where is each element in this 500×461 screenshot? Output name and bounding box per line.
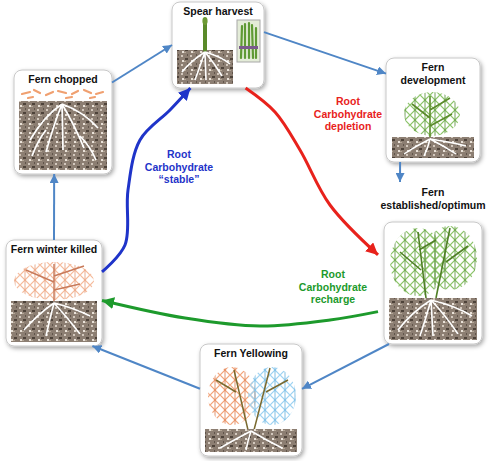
fern-winter-killed-picture	[11, 262, 97, 342]
cycle-arrow	[53, 174, 55, 240]
picture-frame	[172, 2, 264, 88]
frames	[6, 2, 482, 456]
picture-frame	[384, 222, 482, 344]
fern-foliage	[423, 226, 477, 290]
stage-box: Fern winter killed	[6, 240, 102, 346]
fern-development-picture	[392, 92, 474, 158]
blue-foliage	[248, 367, 296, 425]
roots	[398, 300, 472, 336]
picture-frame	[6, 240, 102, 346]
photo	[237, 20, 260, 62]
spear-bundle	[241, 23, 256, 58]
stage-box: Spear harvest	[172, 2, 264, 88]
soil	[389, 298, 477, 340]
roots	[220, 431, 282, 450]
stage-label: Fern established/optimum	[379, 186, 487, 211]
soil	[177, 50, 233, 84]
roots	[24, 303, 90, 336]
stage-label: Fern development	[394, 61, 472, 86]
cycle-arrow	[302, 344, 389, 389]
soil	[19, 101, 107, 170]
chopped-fern	[22, 90, 103, 98]
stage-box: Fern established/optimum	[378, 182, 488, 344]
picture-frame	[14, 70, 112, 174]
cycle-arrow	[112, 45, 172, 82]
spear-picture	[177, 17, 260, 84]
stage-label: Fern chopped	[16, 73, 110, 86]
fern-stem	[216, 368, 288, 430]
roots	[404, 139, 466, 156]
dead-foliage	[14, 262, 94, 300]
cycle-arrow	[264, 32, 386, 74]
bundle-band	[239, 46, 258, 49]
picture-frame	[386, 58, 480, 162]
cycle-arrow	[92, 346, 200, 389]
stage-box: Fern Yellowing	[200, 344, 302, 456]
stage-label: Fern Yellowing	[202, 347, 300, 360]
spear-tip	[202, 17, 207, 25]
dead-stem	[26, 264, 84, 301]
stage-label: Fern winter killed	[8, 243, 100, 256]
fern-yellowing-picture	[205, 367, 297, 452]
roots	[182, 52, 230, 80]
spear	[203, 22, 207, 50]
fern-foliage	[404, 92, 460, 136]
soil	[205, 429, 297, 452]
stage-label: Spear harvest	[174, 5, 262, 18]
cycle-arrow	[399, 162, 401, 182]
fern-stem	[400, 228, 468, 298]
stage-box: Fern chopped	[14, 70, 112, 174]
fern-stem	[412, 96, 452, 137]
stage-box: Fern development	[386, 58, 480, 162]
soil	[11, 301, 97, 342]
fern-chopped-picture	[19, 90, 107, 170]
carbohydrate-label: Root Carbohydrate “stable”	[143, 148, 215, 186]
roots	[30, 104, 98, 160]
carbohydrate-label: Root Carbohydrate recharge	[297, 268, 369, 306]
carbohydrate-label: Root Carbohydrate depletion	[312, 95, 384, 133]
soil	[392, 137, 474, 158]
fern-established-picture	[389, 226, 477, 340]
picture-frame	[200, 344, 302, 456]
